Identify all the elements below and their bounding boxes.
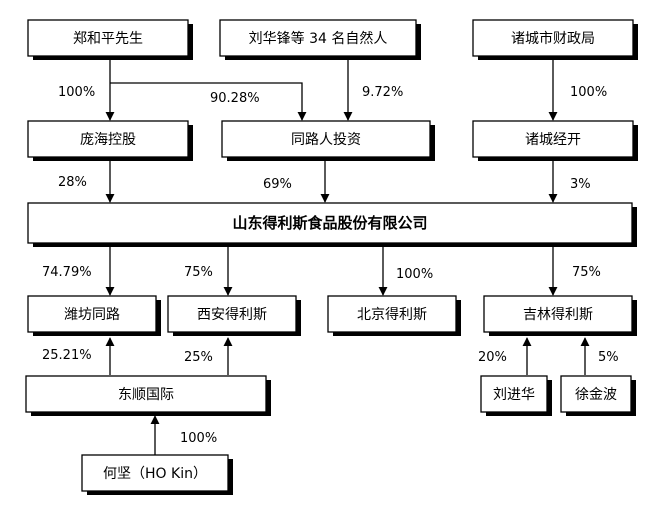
pct-hejian-dongshun: 100% xyxy=(180,431,217,446)
pct-liujinhua-jilin: 20% xyxy=(478,350,507,365)
node-beijing: 北京得利斯 xyxy=(327,295,461,336)
node-zhucheng-finance-label: 诸城市财政局 xyxy=(511,30,595,47)
node-weifang: 潍坊同路 xyxy=(27,295,161,336)
nodes: 郑和平先生 刘华锋等 34 名自然人 诸城市财政局 庞海控股 同路人投资 诸城经… xyxy=(25,19,638,495)
node-xujinbo: 徐金波 xyxy=(560,375,636,416)
node-panghai: 庞海控股 xyxy=(27,120,193,161)
node-xujinbo-label: 徐金波 xyxy=(575,387,617,403)
edge-zheng-tonglu xyxy=(110,82,307,121)
pct-panghai-main: 28% xyxy=(58,175,87,190)
node-liujinhua-label: 刘进华 xyxy=(493,387,535,403)
node-zhucheng-dev-label: 诸城经开 xyxy=(525,132,581,148)
pct-dongshun-weifang: 25.21% xyxy=(42,348,92,363)
node-dongshun: 东顺国际 xyxy=(25,375,271,416)
node-weifang-label: 潍坊同路 xyxy=(64,307,120,323)
pct-tonglu-main: 69% xyxy=(263,177,292,192)
pct-liu34-tonglu: 9.72% xyxy=(362,85,403,100)
pct-main-beijing: 100% xyxy=(396,267,433,282)
node-xian: 西安得利斯 xyxy=(167,295,301,336)
node-tonglu-label: 同路人投资 xyxy=(291,132,361,148)
node-beijing-label: 北京得利斯 xyxy=(357,306,427,323)
edges xyxy=(105,60,590,455)
node-panghai-label: 庞海控股 xyxy=(80,132,136,148)
node-zheng-label: 郑和平先生 xyxy=(73,31,143,47)
pct-xujinbo-jilin: 5% xyxy=(598,350,619,365)
pct-main-jilin: 75% xyxy=(572,265,601,280)
node-tonglu: 同路人投资 xyxy=(221,120,435,161)
node-liu34-label: 刘华锋等 34 名自然人 xyxy=(249,30,388,47)
pct-zheng-panghai: 100% xyxy=(58,85,95,100)
node-zhucheng-dev: 诸城经开 xyxy=(472,120,638,161)
node-liu34: 刘华锋等 34 名自然人 xyxy=(219,19,421,60)
node-dongshun-label: 东顺国际 xyxy=(118,387,174,403)
node-jilin-label: 吉林得利斯 xyxy=(523,306,593,323)
node-hejian: 何坚（HO Kin） xyxy=(81,454,233,495)
node-main-company-label: 山东得利斯食品股份有限公司 xyxy=(232,214,427,232)
percentage-labels: 100% 90.28% 9.72% 100% 28% 69% 3% 74.79%… xyxy=(42,85,619,446)
node-zheng: 郑和平先生 xyxy=(27,19,193,60)
node-xian-label: 西安得利斯 xyxy=(197,306,267,323)
pct-zheng-tonglu: 90.28% xyxy=(210,91,260,106)
pct-main-weifang: 74.79% xyxy=(42,265,92,280)
pct-dev-main: 3% xyxy=(570,177,591,192)
pct-main-xian: 75% xyxy=(184,265,213,280)
node-jilin: 吉林得利斯 xyxy=(483,295,637,336)
node-hejian-label: 何坚（HO Kin） xyxy=(103,466,207,482)
node-liujinhua: 刘进华 xyxy=(480,375,552,416)
pct-finance-dev: 100% xyxy=(570,85,607,100)
node-zhucheng-finance: 诸城市财政局 xyxy=(472,19,638,60)
node-main-company: 山东得利斯食品股份有限公司 xyxy=(27,202,637,247)
pct-dongshun-xian: 25% xyxy=(184,350,213,365)
